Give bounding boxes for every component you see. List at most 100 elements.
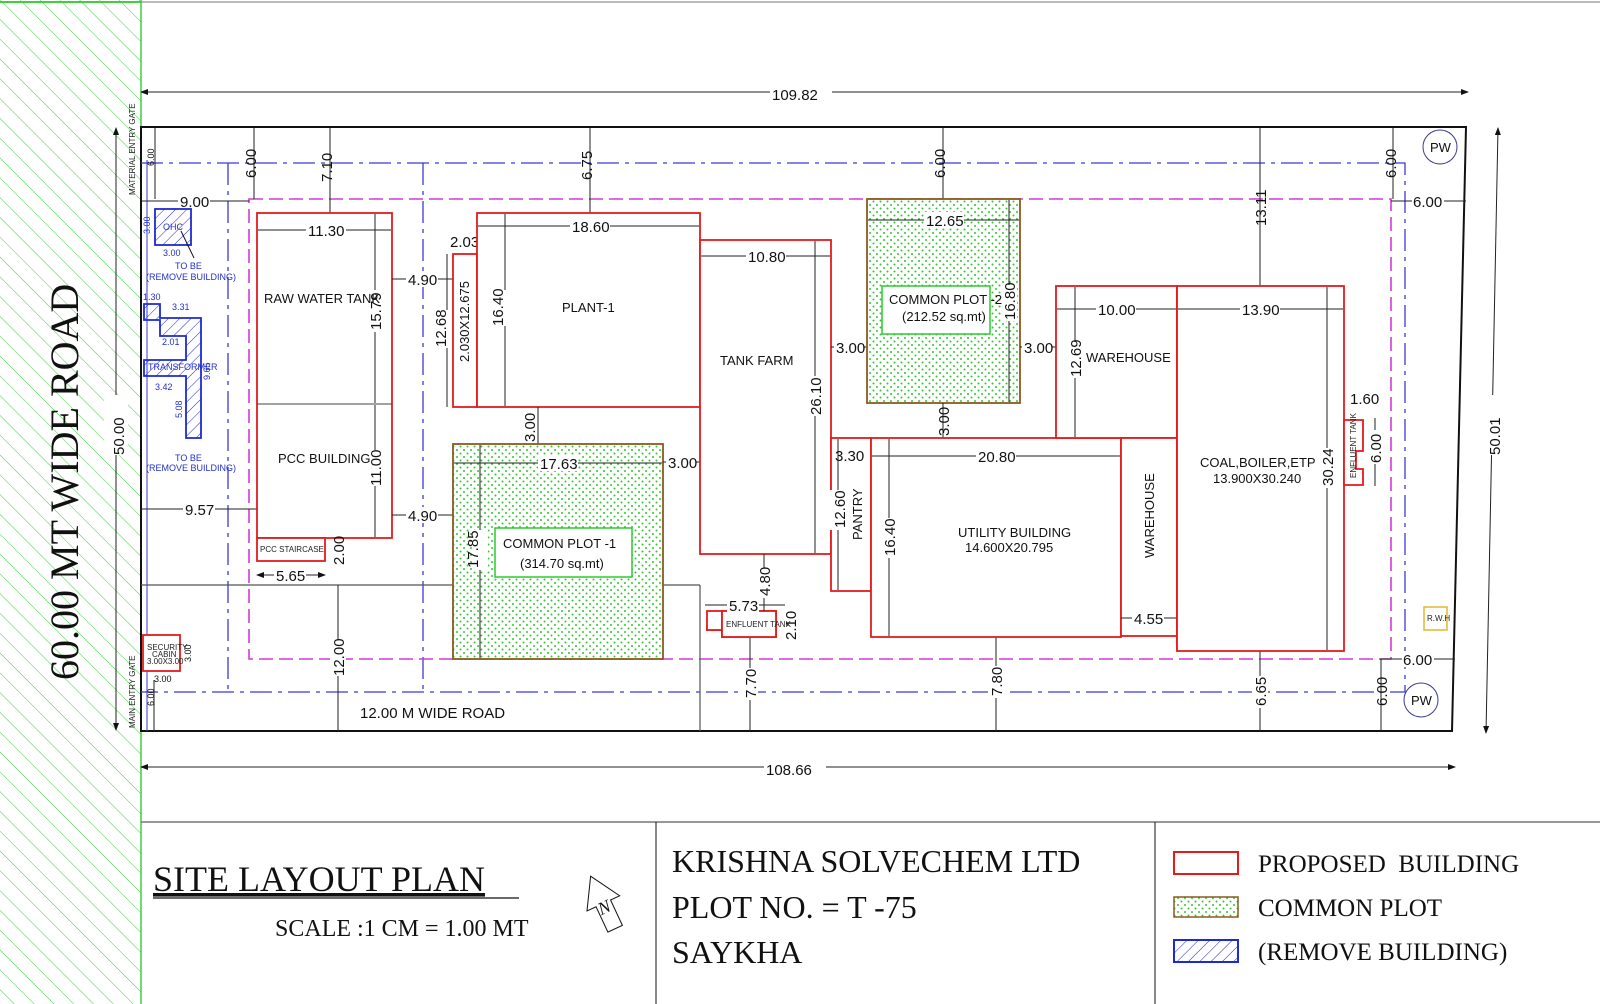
security-label-2: CABIN bbox=[152, 650, 177, 659]
plot-boundary bbox=[140, 126, 1468, 732]
strip-building: 2.030X12.675 12.68 2.03 bbox=[433, 234, 479, 408]
rwh-box: R.W.H bbox=[1423, 606, 1450, 631]
coal-size: 13.900X30.240 bbox=[1213, 471, 1301, 486]
utility-size: 14.600X20.795 bbox=[965, 540, 1053, 555]
pantry-label: PANTRY bbox=[850, 488, 865, 540]
pcc-staircase-label: PCC STAIRCASE bbox=[260, 545, 324, 554]
raw-water-tank: 11.30 15.79 RAW WATER TANK 4.90 bbox=[256, 212, 453, 539]
dim-right-bottom: 6.00 bbox=[1403, 652, 1432, 669]
security-dim-h: 3.00 bbox=[183, 644, 193, 662]
legend-item-proposed: PROPOSED BUILDING bbox=[1173, 851, 1519, 878]
transformer-dim-1: 1.30 bbox=[143, 292, 161, 302]
plot-number: PLOT NO. = T -75 bbox=[672, 889, 917, 925]
north-arrow-icon: N bbox=[586, 875, 624, 933]
cp2-width: 12.65 bbox=[926, 213, 964, 230]
ohc-label: OHC bbox=[163, 222, 184, 232]
legend-item-common: COMMON PLOT bbox=[1173, 895, 1442, 922]
enfluent-bottom-label: ENFLUENT TANK bbox=[726, 620, 792, 629]
transformer-note-1: TO BE bbox=[175, 453, 202, 463]
warehouse-b-gap: 4.55 bbox=[1134, 611, 1163, 628]
pcc-staircase-height: 2.00 bbox=[331, 536, 348, 565]
pw-bottom-label: PW bbox=[1411, 693, 1433, 708]
margin-dimensions: 6.00 6.00 7.10 6.75 6.00 13.11 6.00 6.00… bbox=[141, 128, 1466, 731]
left-road-label: 60.00 MT WIDE ROAD bbox=[42, 284, 87, 680]
utility-width: 20.80 bbox=[978, 449, 1016, 466]
dim-top-f: 6.00 bbox=[1383, 149, 1400, 178]
utility-height: 16.40 bbox=[882, 518, 899, 556]
transformer-dim-6: 9.65 bbox=[202, 362, 212, 380]
dim-top-e: 13.11 bbox=[1253, 190, 1270, 226]
dim-left-957: 9.57 bbox=[185, 502, 214, 519]
company-name: KRISHNA SOLVECHEM LTD bbox=[672, 843, 1080, 879]
tank-farm-height: 26.10 bbox=[808, 377, 825, 415]
dim-bottom-12: 12.00 bbox=[331, 638, 348, 676]
dim-gate-top: 6.00 bbox=[146, 148, 156, 166]
location: SAYKHA bbox=[672, 934, 802, 970]
warehouse-a: 10.00 12.69 WAREHOUSE bbox=[1055, 285, 1178, 439]
common-plot-2: 12.65 16.80 COMMON PLOT -2 (212.52 sq.mt… bbox=[866, 198, 1056, 439]
pantry-width: 3.30 bbox=[835, 448, 864, 465]
dim-bottom-overall: 108.66 bbox=[766, 762, 812, 779]
cp1-width: 17.63 bbox=[540, 456, 578, 473]
ohc-dim-w: 3.00 bbox=[163, 248, 181, 258]
pantry: 12.60 PANTRY 3.30 bbox=[830, 437, 872, 592]
pcc-building-label: PCC BUILDING bbox=[278, 451, 370, 466]
raw-water-tank-height: 15.79 bbox=[368, 292, 385, 330]
dim-top-b: 7.10 bbox=[319, 153, 336, 182]
security-size: 3.00X3.00 bbox=[147, 657, 184, 666]
enfluent-bottom-gap: 4.80 bbox=[757, 567, 774, 596]
coal-label: COAL,BOILER,ETP bbox=[1200, 455, 1316, 470]
rwh-label: R.W.H bbox=[1427, 614, 1450, 623]
tank-farm: 10.80 26.10 TANK FARM 3.00 bbox=[699, 239, 867, 555]
legend-item-remove: (REMOVE BUILDING) bbox=[1173, 939, 1507, 966]
dim-top-c: 6.75 bbox=[579, 151, 596, 180]
plant-1: 18.60 16.40 PLANT-1 3.00 bbox=[476, 212, 701, 444]
raw-water-tank-width: 11.30 bbox=[308, 223, 344, 240]
cp2-area: (212.52 sq.mt) bbox=[902, 309, 986, 324]
warehouse-a-width: 10.00 bbox=[1098, 302, 1136, 319]
warehouse-a-height: 12.69 bbox=[1068, 339, 1085, 377]
legend-proposed-label: PROPOSED BUILDING bbox=[1258, 851, 1519, 878]
transformer-note-2: (REMOVE BUILDING) bbox=[146, 463, 236, 473]
security-dim-w: 3.00 bbox=[154, 674, 172, 684]
pw-top: PW bbox=[1422, 129, 1458, 165]
coal-width: 13.90 bbox=[1242, 302, 1280, 319]
ohc-remove-building: OHC 3.00 3.00 TO BE (REMOVE BUILDING) bbox=[142, 208, 236, 282]
transformer-dim-4: 3.42 bbox=[155, 382, 173, 392]
enfluent-tank-bottom: ENFLUENT TANK 5.73 4.80 2.10 bbox=[705, 554, 800, 640]
cp1-area: (314.70 sq.mt) bbox=[520, 556, 604, 571]
plant1-label: PLANT-1 bbox=[562, 300, 615, 315]
security-label-1: SECURITY bbox=[147, 643, 188, 652]
coal-boiler-etp: 13.90 30.24 COAL,BOILER,ETP 13.900X30.24… bbox=[1176, 285, 1345, 652]
tank-farm-label: TANK FARM bbox=[720, 353, 793, 368]
cp1-title: COMMON PLOT -1 bbox=[503, 536, 616, 551]
cp1-height: 17.85 bbox=[465, 530, 482, 568]
ohc-note-1: TO BE bbox=[175, 261, 202, 271]
transformer-dim-2: 3.31 bbox=[172, 302, 190, 312]
pcc-staircase: PCC STAIRCASE 5.65 2.00 bbox=[256, 536, 348, 585]
pcc-building: 11.00 PCC BUILDING 4.90 bbox=[278, 405, 453, 537]
plant1-height: 16.40 bbox=[490, 288, 507, 326]
dim-bottom-600: 6.00 bbox=[1374, 677, 1391, 706]
bottom-road-label: 12.00 M WIDE ROAD bbox=[360, 705, 505, 722]
cp2-height: 16.80 bbox=[1002, 282, 1019, 320]
pcc-height: 11.00 bbox=[368, 450, 385, 486]
utility-gap-top: 3.00 bbox=[936, 407, 953, 436]
strip-label: 2.030X12.675 bbox=[457, 281, 472, 362]
pcc-gap: 4.90 bbox=[408, 508, 437, 525]
transformer-label: TRANSFORMER bbox=[148, 362, 218, 372]
cp2-gap-right: 3.00 bbox=[1024, 340, 1053, 357]
dim-left-9: 9.00 bbox=[180, 194, 209, 211]
pcc-staircase-width: 5.65 bbox=[276, 568, 305, 585]
dim-bottom-780: 7.80 bbox=[989, 667, 1006, 696]
transformer-remove-building: TRANSFORMER 1.30 3.31 2.01 3.42 5.08 9.6… bbox=[143, 292, 236, 473]
common-plot-1: 17.63 17.85 COMMON PLOT -1 (314.70 sq.mt… bbox=[452, 443, 700, 660]
cp1-gap: 3.00 bbox=[668, 455, 697, 472]
tank-farm-width: 10.80 bbox=[748, 249, 786, 266]
warehouse-b-label: WAREHOUSE bbox=[1142, 473, 1157, 558]
strip-width: 2.03 bbox=[450, 234, 479, 251]
dim-top-d: 6.00 bbox=[932, 149, 949, 178]
dim-top-a: 6.00 bbox=[243, 149, 260, 178]
pantry-height: 12.60 bbox=[832, 490, 849, 528]
